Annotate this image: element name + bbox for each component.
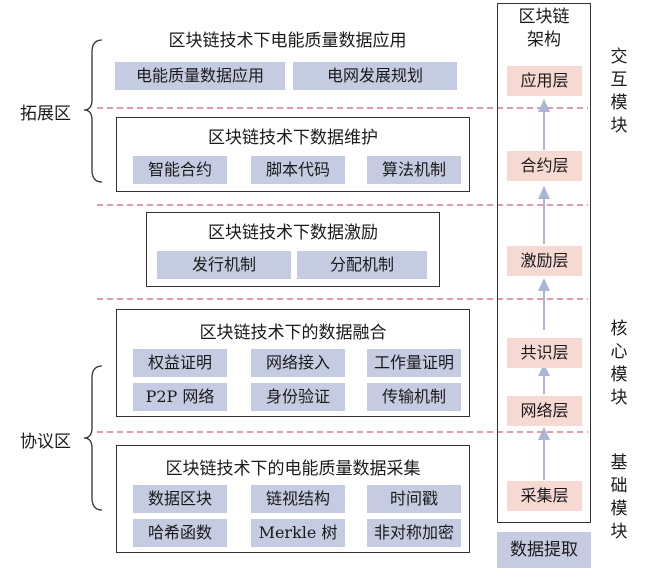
chip-application: 电网发展规划 [293,62,457,90]
brace-protocol [83,365,103,511]
chip-incentive: 分配机制 [297,251,427,279]
layer-arrows [538,99,550,480]
chip-fusion: P2P 网络 [133,383,227,411]
architecture-column [497,3,591,523]
panel-maintenance: 区块链技术下数据维护 智能合约 脚本代码 算法机制 [116,117,470,192]
panel-title-collection: 区块链技术下的电能质量数据采集 [165,459,421,479]
panel-fusion: 区块链技术下的数据融合 权益证明 网络接入 工作量证明 P2P 网络 身份验证 … [116,309,470,417]
panel-collection: 区块链技术下的电能质量数据采集 数据区块 链视结构 时间戳 哈希函数 Merkl… [116,445,470,553]
chip-collection: 链视结构 [251,485,345,513]
architecture-title: 区块链架构 [505,6,583,52]
region-label-protocol: 协议区 [20,432,71,452]
chip-fusion: 权益证明 [133,349,227,377]
layer-network: 网络层 [507,396,582,426]
chip-application: 电能质量数据应用 [115,62,285,90]
chip-fusion: 传输机制 [367,383,461,411]
layer-application: 应用层 [507,66,582,96]
architecture-title-text: 区块链架构 [518,7,570,50]
panel-incentive: 区块链技术下数据激励 发行机制 分配机制 [146,212,440,287]
chip-collection: 非对称加密 [367,519,461,547]
chip-collection: 时间戳 [367,485,461,513]
chip-maintenance: 智能合约 [133,156,227,184]
panel-title-maintenance: 区块链技术下数据维护 [208,128,378,148]
chip-fusion: 工作量证明 [367,349,461,377]
panel-title-incentive: 区块链技术下数据激励 [208,223,378,243]
module-label-foundation: 基础模块 [610,453,628,542]
chip-maintenance: 脚本代码 [251,156,345,184]
chip-incentive: 发行机制 [157,251,291,279]
layer-collection: 采集层 [507,481,582,511]
chip-collection: Merkle 树 [251,519,345,547]
chip-fusion: 身份验证 [251,383,345,411]
chip-maintenance: 算法机制 [367,156,461,184]
chip-collection: 数据区块 [133,485,227,513]
panel-title-application: 区块链技术下电能质量数据应用 [168,31,407,51]
layer-contract: 合约层 [507,151,582,181]
layer-incentive: 激励层 [507,246,582,276]
module-label-interaction: 交互模块 [610,47,628,136]
panel-title-fusion: 区块链技术下的数据融合 [199,323,387,343]
brace-expansion [83,39,103,183]
data-extraction-box: 数据提取 [497,532,591,568]
chip-fusion: 网络接入 [251,349,345,377]
layer-consensus: 共识层 [507,338,582,368]
region-label-expansion: 拓展区 [20,104,71,124]
chip-collection: 哈希函数 [133,519,227,547]
module-label-core: 核心模块 [610,319,628,408]
